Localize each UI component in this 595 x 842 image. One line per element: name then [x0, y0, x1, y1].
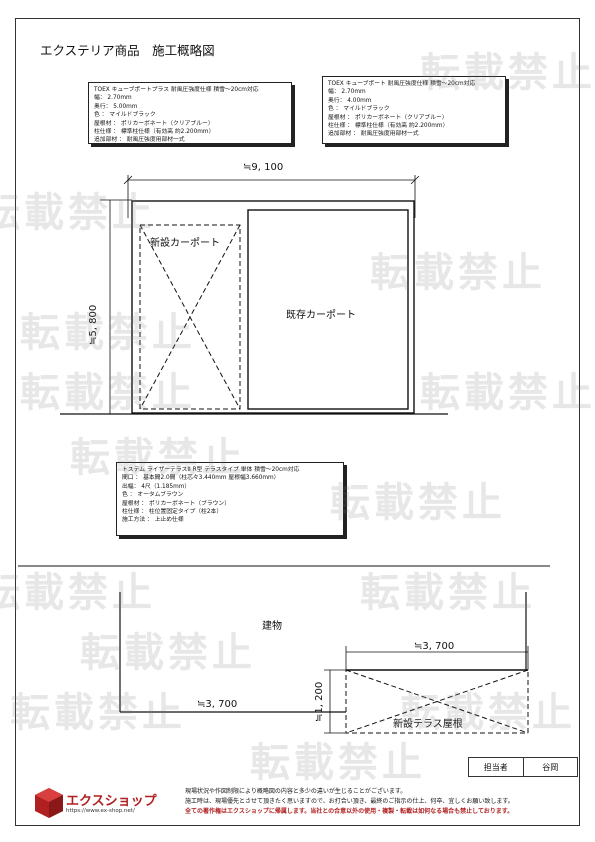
label-height-left: ≒5, 800: [88, 304, 99, 345]
ex-shop-logo-icon: [35, 788, 63, 818]
note-terrace: トステム ライザーテラスII R型 テラスタイプ 単体 積雪～20cm対応 間口…: [116, 462, 344, 536]
note-line: 色 ： オータムブラウン: [122, 492, 184, 499]
note-line: 屋根材 ： ポリカーボネート（ブラウン）: [122, 500, 231, 507]
footer-line: 施工時は、現場優先とさせて頂きたく思いますので、お打合い頂き、最終のご指示の仕上…: [185, 798, 514, 805]
note-line: 柱仕様 ： 標準柱仕様（有効高 約2.200mm）: [328, 123, 449, 130]
note-line: トステム ライザーテラスII R型 テラスタイプ 単体 積雪～20cm対応: [122, 467, 300, 473]
note-line: 幅： 2.70mm: [328, 89, 366, 96]
dimension-terrace-top: [345, 646, 529, 670]
note-line: 屋根材 ： ポリカーボネート（クリアブルー）: [94, 120, 214, 127]
label-terrace-depth: ≒1, 200: [314, 681, 325, 722]
person-label: 担当者: [469, 758, 524, 776]
label-terrace-width-top: ≒3, 700: [414, 641, 455, 652]
label-existing-carport: 既存カーポート: [286, 310, 356, 321]
label-terrace-width-bottom: ≒3, 700: [197, 699, 238, 710]
note-line: 色 ： マイルドブラック: [94, 112, 156, 119]
existing-carport-shape: [247, 209, 409, 410]
note-line: 色 ： マイルドブラック: [328, 106, 390, 113]
note-line: 出幅： 4尺（1.185mm）: [122, 483, 191, 490]
note-line: 柱仕様 ： 標準柱仕様（有効高 約2.200mm）: [94, 129, 215, 136]
note-line: 屋根材 ： ポリカーボネート（クリアブルー）: [328, 114, 448, 121]
note-line: TOEX キューブポート 耐風圧強度仕様 積雪～20cm対応: [328, 81, 476, 87]
note-line: 幅： 2.70mm: [94, 95, 132, 102]
dimension-terrace-depth: [324, 669, 346, 734]
footer-notes: 現場状況や作図制限により概略図の内容と多少の違いが生じることがございます。 施工…: [185, 787, 514, 817]
label-building: 建物: [262, 621, 282, 632]
person-name: 谷岡: [542, 762, 559, 772]
label-new-terrace: 新設テラス屋根: [393, 719, 463, 730]
logo-text: エクスショップ: [66, 794, 157, 809]
note-line: 奥行： 4.00mm: [328, 97, 372, 104]
label-new-carport: 新設カーポート: [150, 238, 220, 249]
drawing-frame: [15, 18, 580, 826]
note-line: 柱仕様 ： 柱位置固定タイプ（柱2本）: [122, 509, 223, 516]
footer-line: 現場状況や作図制限により概略図の内容と多少の違いが生じることがございます。: [185, 788, 407, 795]
logo-url: https://www.ex-shop.net/: [66, 808, 135, 814]
note-line: 追加部材 ： 耐風圧強度用部材一式: [328, 131, 419, 138]
person-in-charge-box: 担当者 谷岡: [468, 757, 578, 777]
page-title: エクステリア商品 施工概略図: [40, 43, 215, 58]
note-line: TOEX キューブポートプラス 耐風圧強度仕様 積雪～20cm対応: [94, 87, 259, 93]
dimension-height-left: [100, 199, 132, 415]
dimension-width-top: [123, 175, 420, 218]
note-line: 間口 ： 基本間2.0間（柱芯々3.440mm 屋根幅3.660mm）: [122, 475, 280, 482]
label-width-top: ≒9, 100: [243, 162, 284, 173]
note-line: 施工方法 ： 上止め仕様: [122, 517, 184, 524]
carport-area-outline: [131, 200, 415, 414]
note-line: 追加部材 ： 耐風圧強度用部材一式: [94, 137, 185, 144]
note-new-carport: TOEX キューブポートプラス 耐風圧強度仕様 積雪～20cm対応 幅： 2.7…: [88, 82, 292, 144]
new-carport-shape: [139, 224, 241, 410]
note-line: 奥行： 5.00mm: [94, 103, 138, 110]
note-existing-carport: TOEX キューブポート 耐風圧強度仕様 積雪～20cm対応 幅： 2.70mm…: [322, 76, 506, 144]
footer-copyright: 全ての著作権はエクスショップに帰属します。当社との合意以外の使用・複製・転載は如…: [185, 808, 514, 815]
